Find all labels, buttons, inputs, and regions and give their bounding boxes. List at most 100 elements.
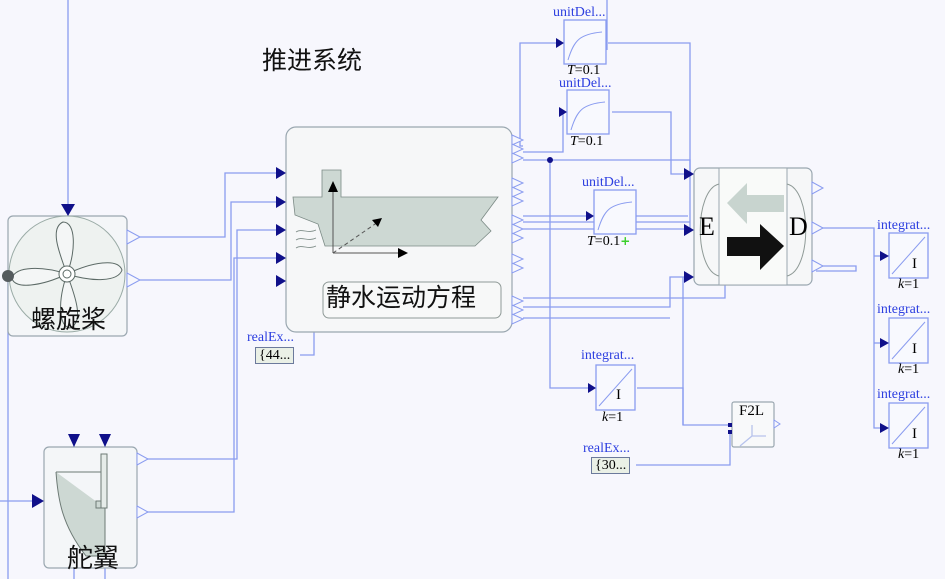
wire[interactable] [144, 229, 276, 460]
rudder-icon [55, 453, 108, 557]
real-expression-1-name: realEx... [247, 330, 295, 345]
unit-delay-1-name: unitDel... [553, 5, 606, 20]
rudder-block[interactable] [32, 434, 150, 569]
input-port [684, 271, 694, 283]
input-port [684, 224, 694, 236]
param-value: =1 [904, 277, 920, 292]
input-port [880, 251, 889, 261]
real-expression-2-name: realEx... [583, 441, 631, 456]
modified-marker-icon: + [620, 234, 631, 248]
diagram-title: 推进系统 [262, 46, 363, 75]
wire[interactable] [523, 110, 564, 153]
param-value: =1 [608, 410, 624, 425]
param-symbol: k [602, 410, 609, 425]
input-port [880, 338, 889, 348]
unit-delay-2-name: unitDel... [559, 76, 612, 91]
flange-connector [2, 270, 14, 282]
input-port [880, 423, 889, 433]
input-port [99, 434, 111, 447]
f2l-label: F2L [739, 403, 765, 419]
param-symbol: k [898, 447, 905, 462]
integrator-r3-name: integrat... [877, 387, 931, 402]
motion-equation-label: 静水运动方程 [326, 283, 477, 312]
real-expression-1-value[interactable]: {44... [255, 347, 295, 364]
rudder-label: 舵翼 [67, 544, 120, 574]
unit-delay-2-param: T=0.1 [570, 135, 603, 149]
propeller-label: 螺旋桨 [31, 305, 107, 334]
integrator-block-center[interactable] [588, 364, 636, 411]
integrator-r2-name: integrat... [877, 302, 931, 317]
output-ports [511, 134, 525, 325]
param-value: =1 [904, 362, 920, 377]
output-port [126, 272, 142, 288]
output-port [136, 505, 150, 519]
output-port [773, 419, 781, 429]
input-port [556, 38, 564, 48]
input-port [588, 383, 596, 393]
output-port [811, 181, 825, 195]
param-value: =0.1 [574, 63, 601, 78]
unit-delay-block-2[interactable] [559, 89, 610, 135]
integrator-block-right-3[interactable] [880, 402, 929, 449]
input-port [276, 196, 286, 208]
param-symbol: T [587, 234, 595, 249]
param-value: =1 [904, 447, 920, 462]
output-port [811, 259, 825, 273]
input-port [586, 211, 594, 221]
input-port [276, 167, 286, 179]
input-port [276, 252, 286, 264]
unit-delay-block-1[interactable] [556, 19, 607, 65]
integrator-r1-name: integrat... [877, 218, 931, 233]
input-port [276, 224, 286, 236]
input-port [276, 275, 286, 287]
output-port [136, 452, 150, 466]
wire[interactable] [140, 201, 276, 281]
wire[interactable] [608, 42, 691, 174]
wire[interactable] [636, 432, 731, 466]
ship-icon [292, 169, 499, 258]
output-port [811, 221, 825, 235]
wire[interactable] [816, 227, 880, 429]
integrator-r1-symbol: I [912, 256, 917, 272]
converter-left-letter: E [699, 212, 715, 241]
integrator-block-right-1[interactable] [880, 232, 929, 279]
propeller-block[interactable] [2, 204, 142, 337]
integrator-center-symbol: I [616, 387, 621, 403]
param-symbol: k [898, 362, 905, 377]
input-port [68, 434, 80, 447]
unit-delay-1-param: T=0.1 [567, 64, 600, 78]
wire[interactable] [637, 387, 730, 426]
integrator-r3-param: k=1 [898, 448, 919, 462]
input-port [684, 168, 694, 180]
integrator-center-name: integrat... [581, 348, 635, 363]
unit-delay-block-3[interactable] [586, 189, 637, 235]
converter-block[interactable] [684, 167, 825, 286]
integrator-block-right-2[interactable] [880, 317, 929, 364]
param-symbol: k [898, 277, 905, 292]
input-port [559, 107, 567, 117]
param-value: =0.1 [577, 134, 604, 149]
real-expression-2-value[interactable]: {30... [591, 457, 631, 474]
f2l-block[interactable] [728, 401, 781, 448]
param-symbol: T [567, 63, 575, 78]
input-port [32, 494, 44, 508]
integrator-r2-symbol: I [912, 341, 917, 357]
motion-equation-block[interactable] [276, 126, 525, 333]
wire[interactable] [519, 42, 556, 147]
integrator-r2-param: k=1 [898, 363, 919, 377]
unit-delay-3-name: unitDel... [582, 175, 635, 190]
wire[interactable] [140, 172, 276, 238]
input-port [61, 204, 75, 216]
wire[interactable] [523, 276, 688, 308]
unit-delay-3-param: T=0.1+ [587, 235, 630, 249]
integrator-center-param: k=1 [602, 411, 623, 425]
integrator-r3-symbol: I [912, 426, 917, 442]
wire[interactable] [549, 160, 588, 389]
junction-dot [547, 157, 553, 163]
wire[interactable] [612, 111, 688, 175]
wire[interactable] [816, 265, 857, 272]
wire[interactable] [144, 257, 276, 513]
param-value: =0.1 [594, 234, 621, 249]
wire[interactable] [523, 159, 691, 230]
